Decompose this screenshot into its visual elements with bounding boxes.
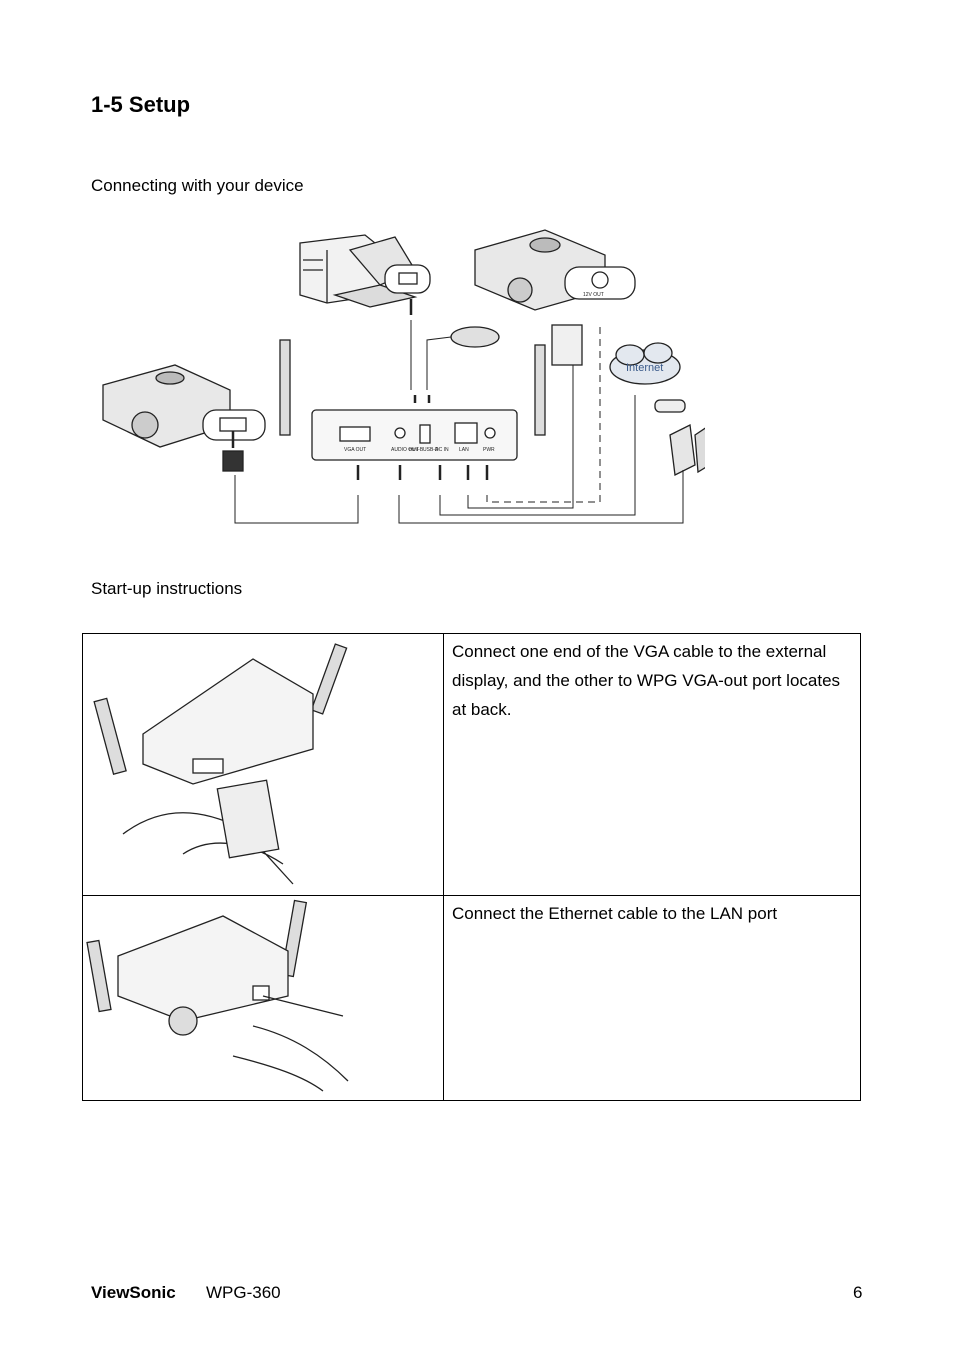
power-adapter-icon [551, 324, 583, 366]
port-label-usb-a: USB-A [423, 447, 439, 453]
port-label-vga-out: VGA OUT [344, 447, 366, 453]
startup-steps-table: Connect one end of the VGA cable to the … [82, 633, 861, 1101]
usb-port-callout [384, 264, 431, 294]
vga-plug-icon [222, 450, 244, 472]
port-label-audio-out: AUDIO OUT [391, 447, 419, 453]
wpg-device-icon [311, 409, 518, 461]
connecting-heading: Connecting with your device [91, 176, 304, 195]
port-label-mini-b: mini-B [409, 447, 424, 453]
antenna-right-icon [534, 344, 546, 436]
connection-diagram: VGA OUT AUDIO OUT mini-B USB-A DC IN LAN… [102, 229, 705, 524]
section-title: 1-5 Setup [91, 92, 191, 117]
antenna-left-icon [279, 339, 291, 436]
port-label-pwr: PWR [483, 447, 495, 453]
cables [234, 320, 684, 524]
connection-arrows [231, 299, 489, 480]
step-image-cell [82, 633, 444, 896]
table-row: Connect one end of the VGA cable to the … [82, 633, 861, 896]
footer-model: WPG-360 [206, 1283, 281, 1302]
projector-left-icon [102, 364, 266, 448]
table-row: Connect the Ethernet cable to the LAN po… [82, 895, 861, 1101]
page-number: 6 [853, 1283, 863, 1302]
port-label-dc-in: DC IN [435, 447, 449, 453]
footer-brand: ViewSonic [91, 1283, 176, 1302]
mouse-icon [450, 326, 500, 348]
projector-port-label: 12V OUT [583, 292, 604, 298]
step-text-cell: Connect the Ethernet cable to the LAN po… [443, 895, 861, 1101]
port-label-lan: LAN [459, 447, 469, 453]
step-image-cell [82, 895, 444, 1101]
projector-top-icon [474, 229, 636, 311]
speakers-icon [669, 424, 705, 476]
vga-connect-illustration [93, 643, 348, 885]
lan-connect-illustration [86, 899, 349, 1092]
internet-label: Internet [626, 362, 663, 374]
startup-heading: Start-up instructions [91, 579, 243, 598]
step-text-cell: Connect one end of the VGA cable to the … [443, 633, 861, 896]
internet-cloud-icon [609, 342, 681, 385]
